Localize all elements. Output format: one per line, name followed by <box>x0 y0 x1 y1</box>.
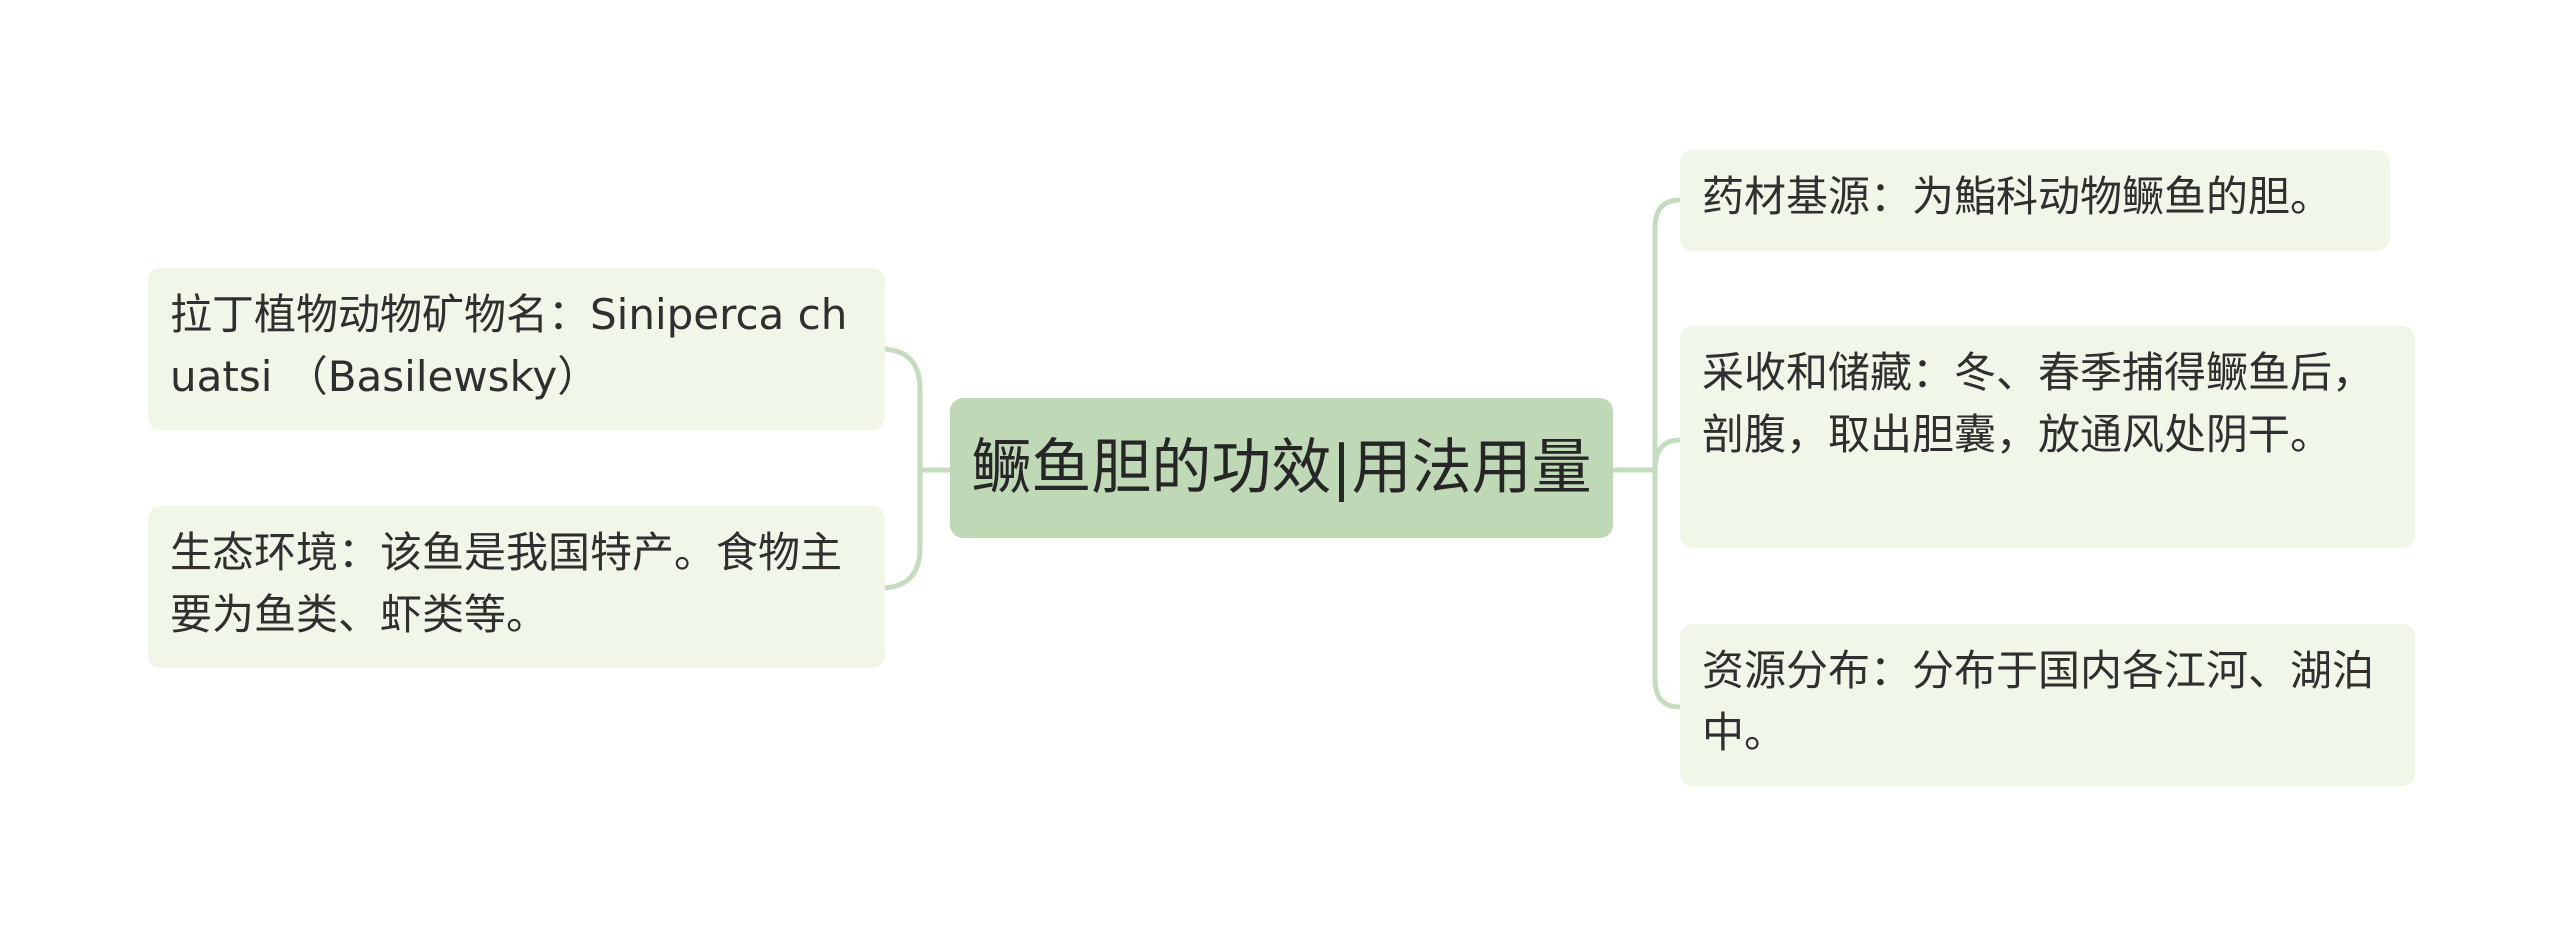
right-node-source-label: 药材基源：为鮨科动物鳜鱼的胆。 <box>1702 172 2333 221</box>
left-node-habitat-label: 生态环境：该鱼是我国特产。食物主要为鱼类、虾类等。 <box>170 528 843 639</box>
root-node[interactable]: 鳜鱼胆的功效|用法用量 <box>950 398 1613 538</box>
right-node-harvest-storage-label: 采收和储藏：冬、春季捕得鳜鱼后，剖腹，取出胆囊，放通风处阴干。 <box>1702 348 2375 459</box>
left-node-latin-name-label: 拉丁植物动物矿物名：Siniperca chuatsi （Basilewsky） <box>170 290 848 401</box>
right-node-source[interactable]: 药材基源：为鮨科动物鳜鱼的胆。 <box>1680 150 2390 251</box>
right-node-distribution[interactable]: 资源分布：分布于国内各江河、湖泊中。 <box>1680 624 2415 786</box>
left-node-latin-name[interactable]: 拉丁植物动物矿物名：Siniperca chuatsi （Basilewsky） <box>148 268 885 430</box>
right-node-harvest-storage[interactable]: 采收和储藏：冬、春季捕得鳜鱼后，剖腹，取出胆囊，放通风处阴干。 <box>1680 326 2415 548</box>
connector-left-spine <box>879 346 923 591</box>
connector-right-middle <box>1652 437 1681 471</box>
root-node-label: 鳜鱼胆的功效|用法用量 <box>971 433 1592 503</box>
left-node-habitat[interactable]: 生态环境：该鱼是我国特产。食物主要为鱼类、虾类等。 <box>148 506 885 668</box>
right-node-distribution-label: 资源分布：分布于国内各江河、湖泊中。 <box>1702 646 2375 757</box>
